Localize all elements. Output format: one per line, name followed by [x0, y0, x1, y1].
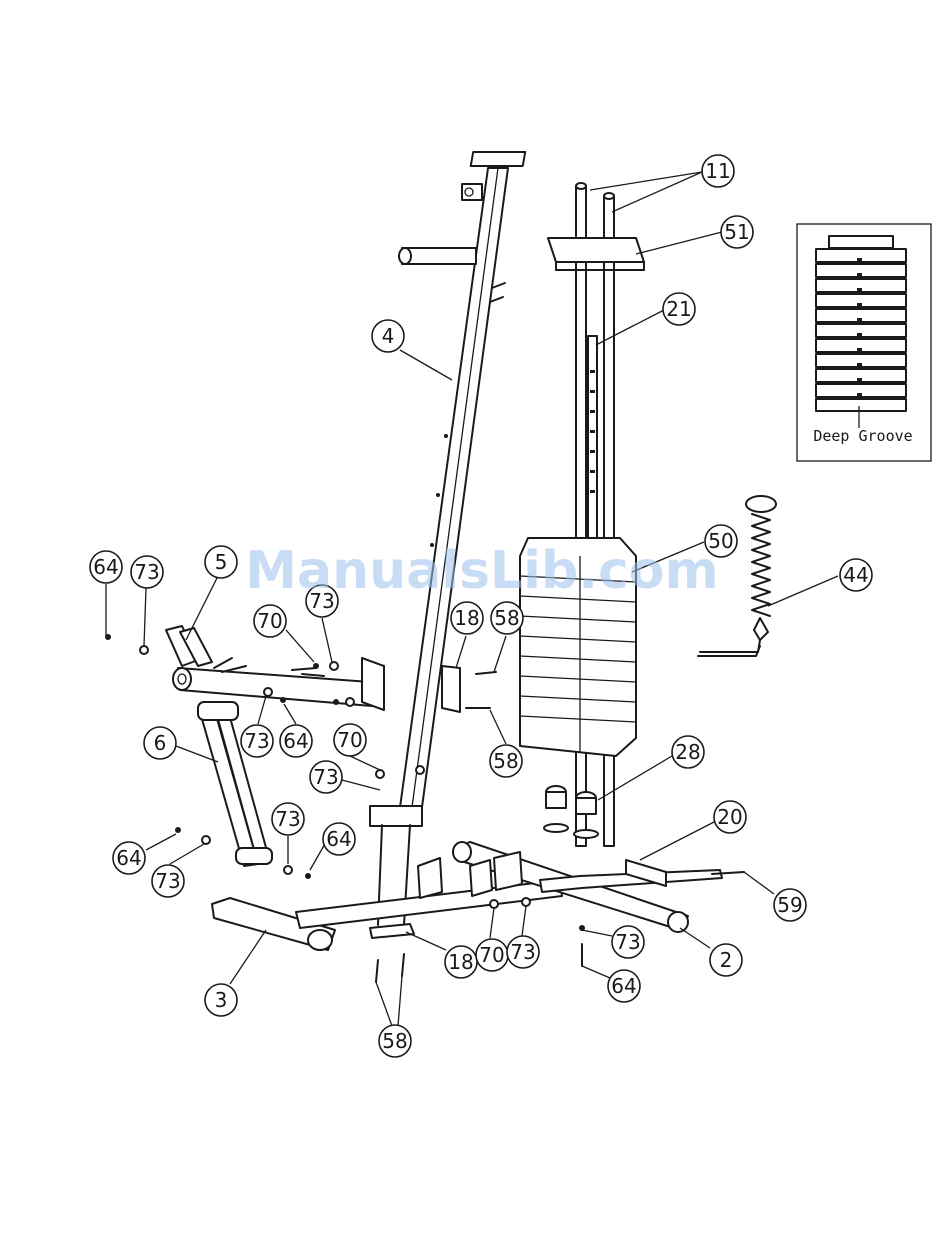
svg-text:64: 64: [326, 827, 351, 851]
svg-text:70: 70: [337, 728, 362, 752]
callout-6: 6: [144, 727, 176, 759]
callout-11: 11: [702, 155, 734, 187]
svg-text:18: 18: [448, 950, 473, 974]
callout-58: 58: [491, 602, 523, 634]
svg-text:59: 59: [777, 893, 802, 917]
svg-text:58: 58: [382, 1029, 407, 1053]
inset-label: Deep Groove: [813, 427, 912, 445]
callout-51: 51: [721, 216, 753, 248]
watermark: ManualsLib.com: [245, 541, 718, 601]
callout-4: 4: [372, 320, 404, 352]
callout-70: 70: [334, 724, 366, 756]
svg-text:4: 4: [382, 324, 395, 348]
svg-text:44: 44: [843, 563, 868, 587]
svg-text:73: 73: [313, 765, 338, 789]
svg-text:73: 73: [615, 930, 640, 954]
callout-64: 64: [608, 970, 640, 1002]
callout-21: 21: [663, 293, 695, 325]
svg-text:70: 70: [257, 609, 282, 633]
callout-2: 2: [710, 944, 742, 976]
upright-frame: [370, 152, 525, 925]
svg-text:70: 70: [479, 943, 504, 967]
svg-text:64: 64: [283, 729, 308, 753]
callout-18: 18: [451, 602, 483, 634]
svg-text:3: 3: [215, 988, 228, 1012]
callout-28: 28: [672, 736, 704, 768]
svg-text:64: 64: [116, 846, 141, 870]
weight-stack-inset: Deep Groove: [797, 224, 931, 461]
callout-20: 20: [714, 801, 746, 833]
callout-64: 64: [90, 551, 122, 583]
callout-73: 73: [241, 725, 273, 757]
callout-64: 64: [323, 823, 355, 855]
svg-text:73: 73: [155, 869, 180, 893]
svg-text:64: 64: [611, 974, 636, 998]
callout-73: 73: [612, 926, 644, 958]
svg-text:21: 21: [666, 297, 691, 321]
svg-text:58: 58: [494, 606, 519, 630]
svg-text:73: 73: [510, 940, 535, 964]
callout-73: 73: [507, 936, 539, 968]
svg-text:58: 58: [493, 749, 518, 773]
callout-70: 70: [254, 605, 286, 637]
callout-58: 58: [490, 745, 522, 777]
svg-text:6: 6: [154, 731, 167, 755]
upper-bracket: [442, 666, 460, 712]
callout-3: 3: [205, 984, 237, 1016]
svg-text:73: 73: [134, 560, 159, 584]
callout-64: 64: [280, 725, 312, 757]
svg-text:64: 64: [93, 555, 118, 579]
callout-44: 44: [840, 559, 872, 591]
svg-text:73: 73: [244, 729, 269, 753]
svg-text:18: 18: [454, 606, 479, 630]
svg-text:2: 2: [720, 948, 733, 972]
callout-64: 64: [113, 842, 145, 874]
callout-58: 58: [379, 1025, 411, 1057]
svg-text:51: 51: [724, 220, 749, 244]
callout-73: 73: [310, 761, 342, 793]
callout-73: 73: [272, 803, 304, 835]
svg-text:28: 28: [675, 740, 700, 764]
svg-text:11: 11: [705, 159, 730, 183]
callout-5: 5: [205, 546, 237, 578]
callout-59: 59: [774, 889, 806, 921]
callout-73: 73: [131, 556, 163, 588]
svg-text:73: 73: [275, 807, 300, 831]
callout-73: 73: [152, 865, 184, 897]
svg-text:5: 5: [215, 550, 228, 574]
callout-70: 70: [476, 939, 508, 971]
callout-18: 18: [445, 946, 477, 978]
svg-text:20: 20: [717, 805, 742, 829]
